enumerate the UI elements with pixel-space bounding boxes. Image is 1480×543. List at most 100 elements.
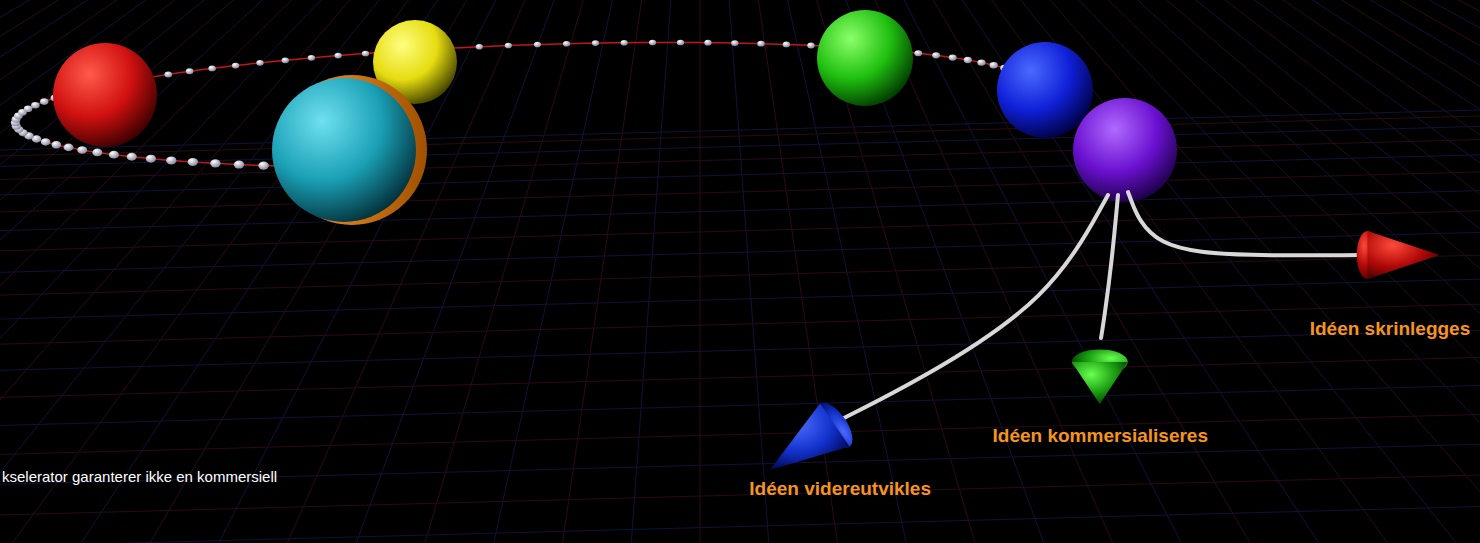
ring-bead bbox=[41, 138, 51, 145]
sphere bbox=[53, 43, 157, 147]
grid-line bbox=[490, 0, 700, 543]
ring-bead bbox=[40, 98, 48, 105]
ring-bead bbox=[208, 65, 216, 71]
ring-bead bbox=[932, 52, 940, 58]
ring-bead bbox=[232, 63, 240, 69]
grid-line bbox=[0, 0, 700, 543]
ring-bead bbox=[592, 40, 599, 46]
outcome-node: Idéen skrinlegges bbox=[1307, 318, 1472, 339]
grid-line bbox=[0, 0, 700, 543]
ring-bead bbox=[51, 141, 61, 149]
outcome-cone bbox=[990, 425, 991, 426]
ring-bead bbox=[109, 151, 119, 159]
ring-bead bbox=[210, 159, 220, 167]
ring-bead bbox=[234, 160, 244, 168]
ring-bead bbox=[757, 41, 764, 47]
ring-bead bbox=[476, 44, 483, 50]
grid-line bbox=[700, 0, 701, 543]
grid-line bbox=[0, 279, 1480, 319]
grid-line bbox=[0, 414, 1480, 454]
grid-line bbox=[0, 0, 700, 543]
grid-line bbox=[700, 0, 840, 543]
grid-line bbox=[140, 0, 700, 543]
grid-line bbox=[0, 0, 700, 543]
grid-line bbox=[70, 0, 700, 543]
ring-bead bbox=[914, 50, 922, 56]
grid-line bbox=[700, 0, 1480, 543]
outcome-cone bbox=[747, 478, 748, 479]
ring-bead bbox=[949, 54, 957, 60]
grid-line bbox=[700, 0, 1480, 543]
ring-bead bbox=[256, 60, 263, 66]
grid-line bbox=[630, 0, 700, 543]
grid-line bbox=[700, 0, 1480, 543]
grid-line bbox=[700, 0, 1480, 543]
grid-line bbox=[0, 211, 1480, 251]
grid-line bbox=[0, 0, 700, 543]
grid-line bbox=[700, 0, 1480, 543]
outcome-node: Idéen kommersialiseres bbox=[990, 425, 1210, 446]
outcome-stem bbox=[840, 195, 1108, 420]
sphere bbox=[817, 10, 913, 106]
grid-line bbox=[700, 0, 1330, 543]
grid-line bbox=[700, 0, 1050, 543]
grid-line bbox=[0, 0, 700, 543]
grid-line bbox=[700, 0, 1480, 543]
grid-line bbox=[0, 0, 700, 543]
ring-bead bbox=[334, 53, 341, 59]
ring-bead bbox=[92, 149, 102, 157]
grid-line bbox=[0, 0, 700, 543]
ring-bead bbox=[186, 68, 194, 74]
ring-bead bbox=[621, 40, 628, 46]
grid-line bbox=[700, 0, 1480, 543]
grid-line bbox=[0, 0, 700, 543]
ring-bead bbox=[990, 62, 998, 68]
grid-line bbox=[0, 0, 700, 543]
grid-line bbox=[700, 0, 1190, 543]
ring-bead bbox=[282, 57, 289, 63]
grid-line bbox=[0, 0, 700, 543]
ring-bead bbox=[731, 40, 738, 46]
outcome-label: Idéen kommersialiseres bbox=[990, 425, 1210, 446]
ring-bead bbox=[166, 156, 176, 164]
grid-line bbox=[0, 304, 1480, 344]
sphere bbox=[1073, 98, 1177, 202]
grid-line bbox=[700, 0, 1480, 543]
grid-line bbox=[700, 0, 770, 543]
ring-bead bbox=[164, 71, 172, 77]
grid-line bbox=[350, 0, 700, 543]
ring-bead bbox=[127, 153, 137, 161]
ring-bead bbox=[807, 43, 815, 49]
grid-line bbox=[0, 0, 700, 543]
ring-bead bbox=[505, 43, 512, 49]
ring-bead bbox=[783, 42, 790, 48]
ring-bead bbox=[146, 155, 156, 163]
grid-line bbox=[700, 0, 1470, 543]
grid-line bbox=[0, 0, 700, 543]
outcome-label: Idéen videreutvikles bbox=[747, 478, 933, 499]
ring-bead bbox=[704, 40, 711, 46]
ring-bead bbox=[964, 57, 972, 63]
grid-line bbox=[700, 0, 1400, 543]
grid-line bbox=[0, 0, 700, 543]
ring-bead bbox=[188, 158, 198, 166]
grid-line bbox=[210, 0, 700, 543]
grid-line bbox=[700, 0, 1480, 543]
ring-bead bbox=[534, 42, 541, 48]
grid-line bbox=[0, 330, 1480, 370]
grid-line bbox=[0, 255, 1480, 295]
grid-line bbox=[700, 0, 1480, 543]
sphere bbox=[272, 78, 416, 222]
ring-bead bbox=[677, 40, 684, 46]
grid-line bbox=[0, 0, 700, 543]
footnote: kselerator garanterer ikke en kommersiel… bbox=[2, 468, 277, 485]
ring-bead bbox=[308, 55, 315, 61]
grid-line bbox=[700, 0, 1260, 543]
grid-line bbox=[700, 0, 1480, 543]
sphere bbox=[997, 42, 1093, 138]
grid-line bbox=[560, 0, 700, 543]
grid-line bbox=[420, 0, 700, 543]
grid-line bbox=[700, 0, 980, 543]
ring-bead bbox=[77, 146, 87, 154]
